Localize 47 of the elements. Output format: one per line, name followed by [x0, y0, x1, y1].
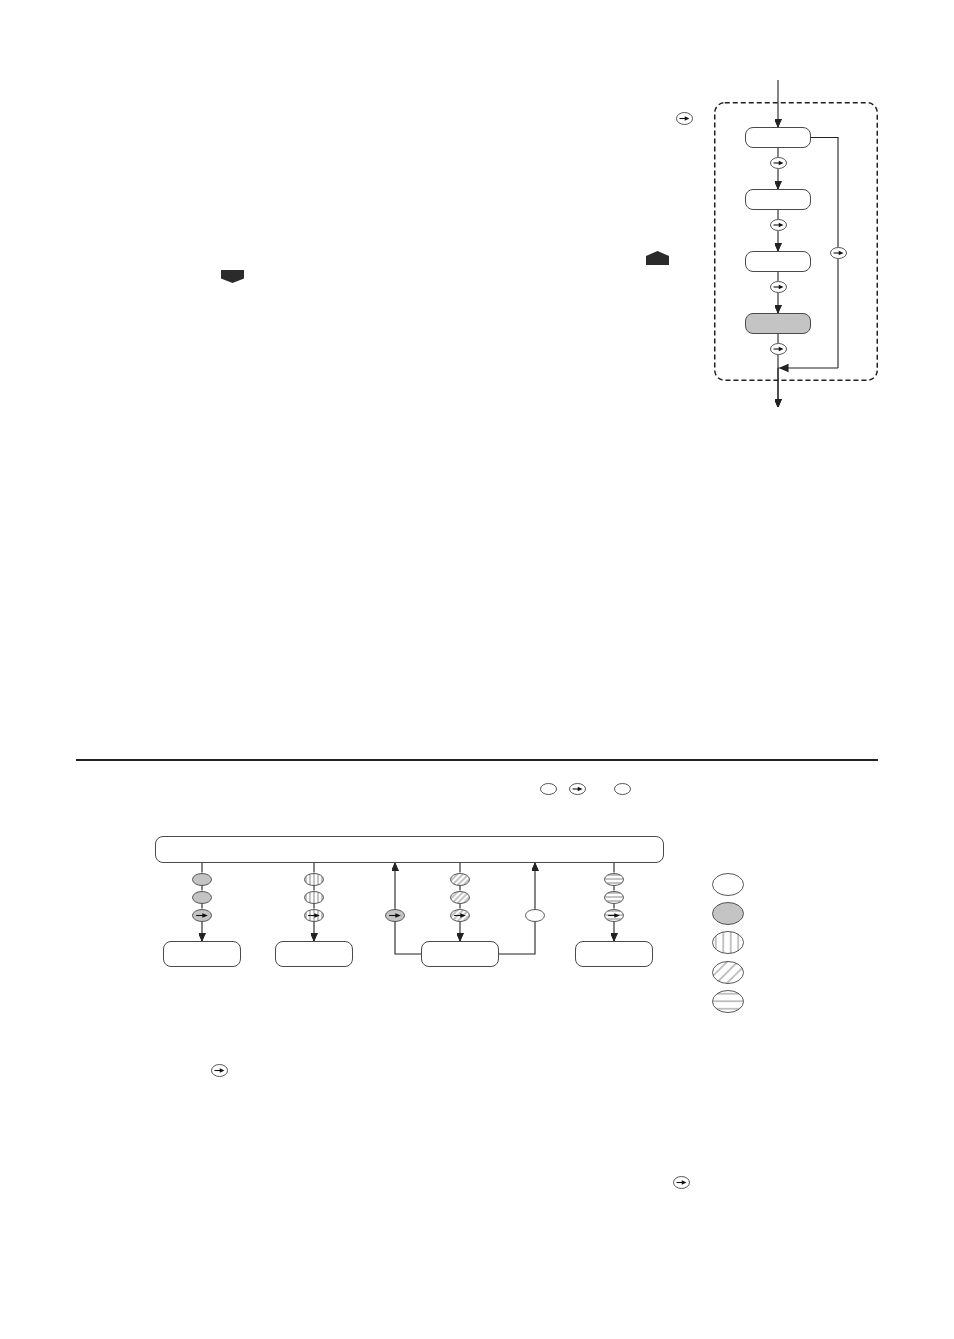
- process-box: [745, 251, 811, 272]
- hatched-oval-icon: [450, 890, 470, 904]
- arrow: [774, 79, 782, 128]
- connector-line: [313, 884, 315, 892]
- dashed-group-frame: [714, 102, 878, 381]
- shaded-oval-icon: [192, 890, 212, 904]
- arrow: [774, 230, 782, 252]
- process-box: [745, 189, 811, 210]
- connector-line: [613, 902, 615, 910]
- arrow: [531, 862, 539, 910]
- process-box: [421, 941, 499, 967]
- wide-rounded-bar: [155, 836, 664, 863]
- arrow: [610, 920, 618, 942]
- arrow: [198, 920, 206, 942]
- arrow: [774, 168, 782, 190]
- process-box: [575, 941, 653, 967]
- arrow: [391, 862, 399, 910]
- connector-line: [777, 271, 779, 282]
- vertical-striped-oval-icon: [304, 872, 324, 886]
- shaded-process-box: [745, 313, 811, 334]
- process-box: [163, 941, 241, 967]
- hatched-oval-icon: [450, 872, 470, 886]
- connector-line: [777, 333, 779, 344]
- shaded-oval-icon: [192, 872, 212, 886]
- connector-line: [459, 884, 461, 892]
- arrow: [310, 920, 318, 942]
- connector-line: [810, 136, 839, 248]
- connector-line: [201, 862, 203, 874]
- blank-oval-icon: [525, 908, 545, 922]
- connector-line: [313, 902, 315, 910]
- vertical-striped-oval-icon: [304, 890, 324, 904]
- arrow: [774, 292, 782, 314]
- horizontal-striped-oval-icon: [604, 890, 624, 904]
- process-box: [275, 941, 353, 967]
- connector-line: [613, 884, 615, 892]
- connector-line: [201, 902, 203, 910]
- connector-line: [201, 884, 203, 892]
- arrow: [456, 920, 464, 942]
- arrow: [774, 258, 839, 408]
- connector-line: [777, 147, 779, 158]
- horizontal-striped-oval-icon: [604, 872, 624, 886]
- connector-line: [459, 862, 461, 874]
- connector-line: [777, 209, 779, 220]
- process-box: [745, 127, 811, 148]
- connector-line: [313, 862, 315, 874]
- connector-line: [459, 902, 461, 910]
- connector-line: [613, 862, 615, 874]
